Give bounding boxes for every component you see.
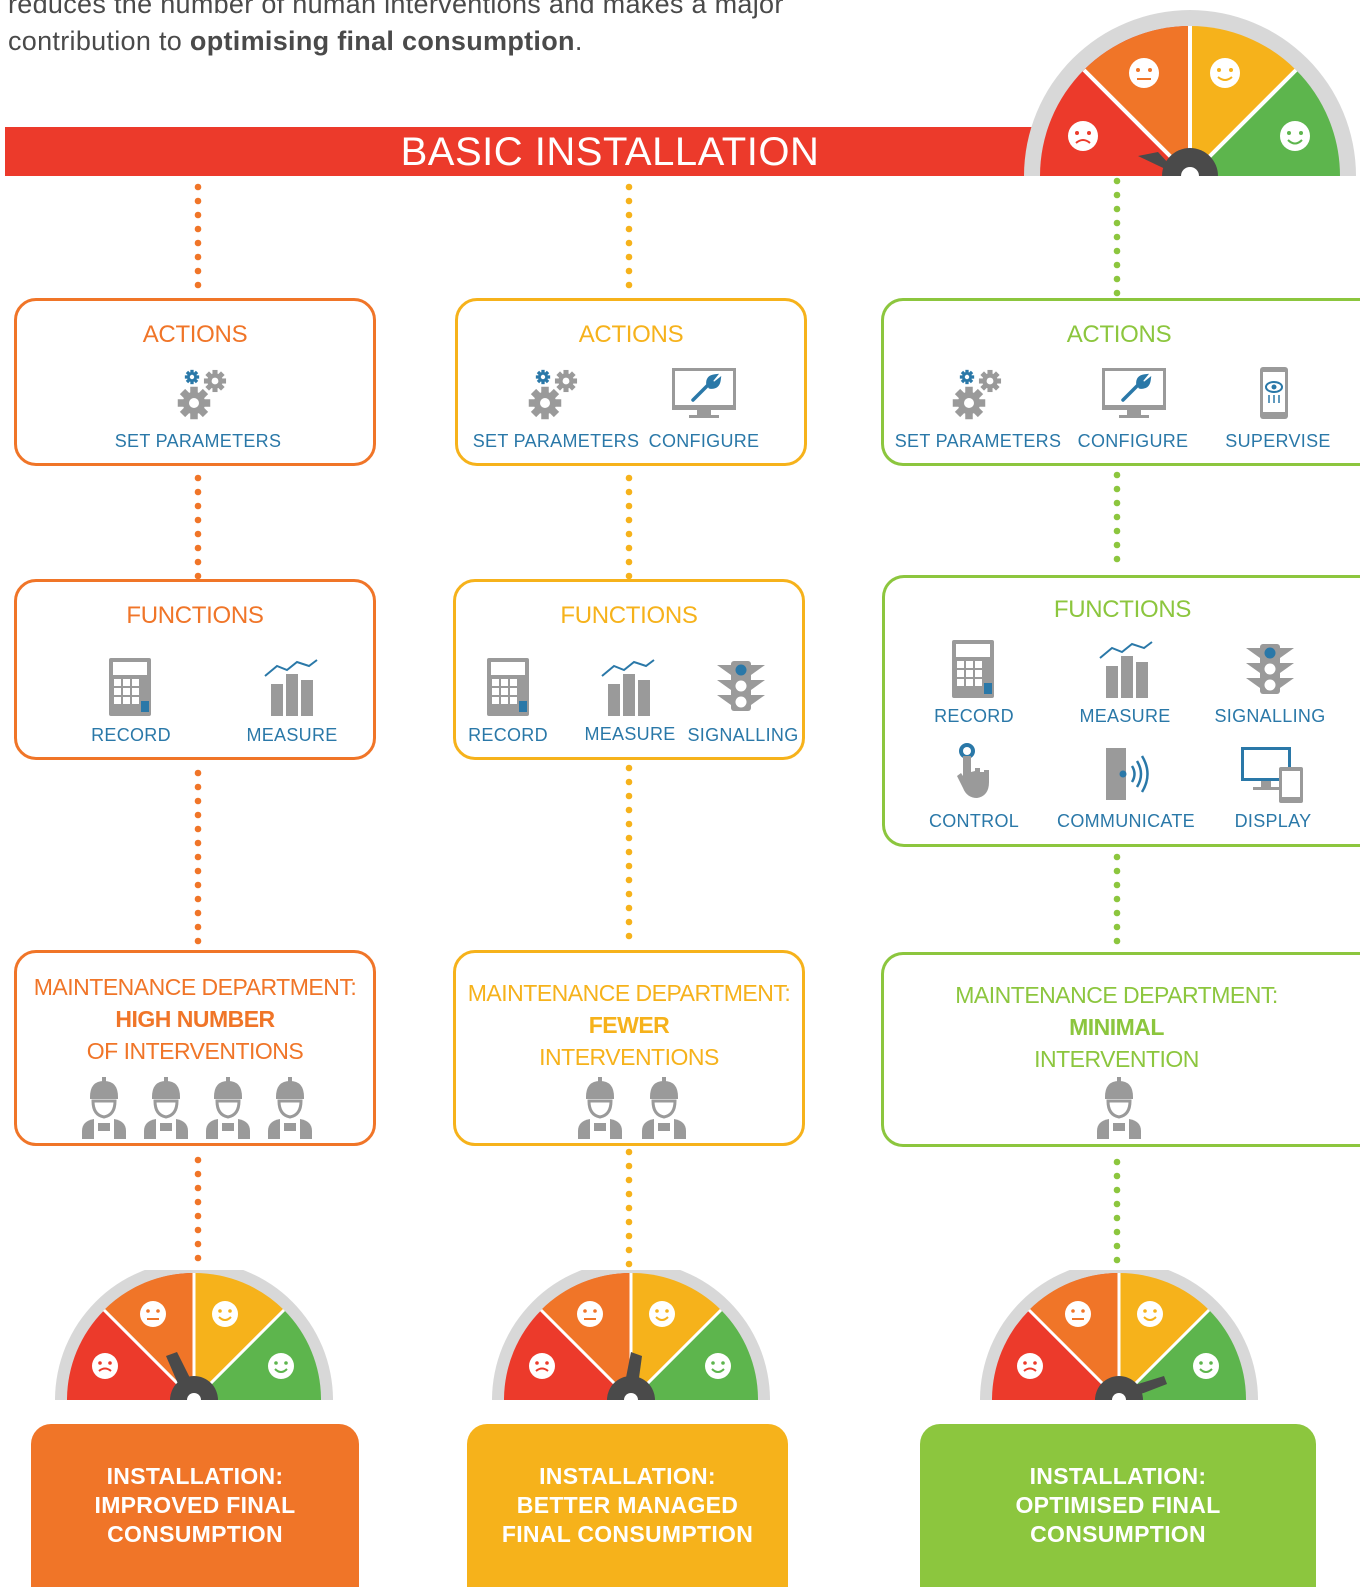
maintenance-emphasis: HIGH NUMBER	[115, 1006, 275, 1032]
result-box-col1: INSTALLATION: IMPROVED FINAL CONSUMPTION	[31, 1424, 359, 1587]
basic-installation-banner: BASIC INSTALLATION	[5, 127, 1045, 176]
functions-title: FUNCTIONS	[1053, 596, 1192, 623]
result-text: INSTALLATION: BETTER MANAGED FINAL CONSU…	[501, 1463, 754, 1547]
action-configure: CONFIGURE	[648, 431, 760, 451]
actions-box-col3: ACTIONS SET PARAMETERS CONFIGURE SUPERVI…	[881, 298, 1360, 466]
traffic-light-icon	[1246, 644, 1294, 694]
gears-icon	[177, 369, 227, 420]
bar-chart-icon	[264, 659, 318, 716]
banner-title: BASIC INSTALLATION	[400, 130, 820, 174]
worker-icon	[266, 1075, 314, 1139]
gauge-icon	[980, 1270, 1258, 1400]
action-supervise: SUPERVISE	[1225, 431, 1331, 451]
worker-icon	[142, 1075, 190, 1139]
function-record: RECORD	[468, 725, 548, 745]
maintenance-box-col2: MAINTENANCE DEPARTMENT: FEWER INTERVENTI…	[453, 950, 805, 1146]
worker-icon	[1095, 1075, 1143, 1139]
intro-emphasis: optimising final consumption	[189, 26, 575, 56]
hand-touch-icon	[957, 743, 989, 798]
intro-line-2-prefix: contribution to	[8, 26, 190, 56]
actions-title: ACTIONS	[578, 321, 684, 348]
calculator-icon	[109, 658, 151, 716]
maintenance-line3: OF INTERVENTIONS	[86, 1038, 304, 1064]
functions-title: FUNCTIONS	[126, 602, 264, 629]
gauge-icon	[55, 1270, 333, 1400]
gears-icon	[952, 369, 1002, 420]
maintenance-box-col3: MAINTENANCE DEPARTMENT: MINIMAL INTERVEN…	[881, 952, 1360, 1147]
functions-box-col3: FUNCTIONS RECORD MEASURE SIGNALLING CONT…	[882, 575, 1360, 847]
wireless-device-icon	[1106, 748, 1149, 800]
neutral-face-icon	[1129, 58, 1159, 88]
gears-icon	[528, 369, 578, 420]
functions-box-col1: FUNCTIONS RECORD MEASURE	[14, 579, 376, 760]
function-measure: MEASURE	[584, 724, 676, 744]
function-record: RECORD	[934, 706, 1014, 726]
worker-icon	[640, 1075, 688, 1139]
gauge-icon	[1024, 10, 1356, 176]
function-record: RECORD	[91, 725, 171, 745]
result-box-col2: INSTALLATION: BETTER MANAGED FINAL CONSU…	[467, 1424, 788, 1587]
function-display: DISPLAY	[1234, 811, 1312, 831]
intro-line-2: contribution to optimising final consump…	[8, 23, 1008, 60]
function-communicate: COMMUNICATE	[1057, 811, 1195, 831]
result-text: INSTALLATION: OPTIMISED FINAL CONSUMPTIO…	[1015, 1463, 1221, 1547]
maintenance-box-col1: MAINTENANCE DEPARTMENT: HIGH NUMBER OF I…	[14, 950, 376, 1146]
calculator-icon	[952, 640, 994, 698]
function-measure: MEASURE	[246, 725, 338, 745]
actions-box-col2: ACTIONS SET PARAMETERS CONFIGURE	[455, 298, 807, 466]
actions-title: ACTIONS	[1066, 321, 1172, 348]
maintenance-emphasis: MINIMAL	[1069, 1014, 1164, 1040]
intro-paragraph: reduces the number of human intervention…	[8, 0, 1008, 60]
calculator-icon	[487, 658, 529, 716]
monitor-wrench-icon	[672, 368, 736, 418]
functions-box-col2: FUNCTIONS RECORD MEASURE SIGNALLING	[453, 579, 805, 760]
maintenance-line1: MAINTENANCE DEPARTMENT:	[33, 974, 357, 1000]
intro-line-2-suffix: .	[574, 26, 583, 56]
functions-title: FUNCTIONS	[560, 602, 698, 629]
maintenance-emphasis: FEWER	[588, 1012, 670, 1038]
action-configure: CONFIGURE	[1077, 431, 1189, 451]
actions-box-col1: ACTIONS SET PARAMETERS	[14, 298, 376, 466]
intro-line-1: reduces the number of human intervention…	[8, 0, 784, 19]
actions-title: ACTIONS	[142, 321, 248, 348]
bar-chart-icon	[601, 659, 655, 716]
result-box-col3: INSTALLATION: OPTIMISED FINAL CONSUMPTIO…	[920, 1424, 1316, 1587]
maintenance-text: MAINTENANCE DEPARTMENT: MINIMAL INTERVEN…	[884, 979, 1349, 1075]
monitor-phone-icon	[1241, 747, 1303, 803]
traffic-light-icon	[717, 661, 765, 711]
smile-face-icon	[1210, 58, 1240, 88]
function-signalling: SIGNALLING	[1214, 706, 1326, 726]
tablet-eye-icon	[1260, 367, 1288, 419]
action-set-parameters: SET PARAMETERS	[894, 431, 1062, 451]
worker-icon	[80, 1075, 128, 1139]
monitor-wrench-icon	[1102, 368, 1166, 418]
worker-icon	[204, 1075, 252, 1139]
result-text: INSTALLATION: IMPROVED FINAL CONSUMPTION	[94, 1463, 296, 1547]
sad-face-icon	[1068, 121, 1098, 151]
maintenance-line3: INTERVENTION	[1034, 1046, 1199, 1072]
action-set-parameters: SET PARAMETERS	[472, 431, 640, 451]
worker-icon	[576, 1075, 624, 1139]
gauge-icon	[492, 1270, 770, 1400]
happy-face-icon	[1280, 121, 1310, 151]
maintenance-text: MAINTENANCE DEPARTMENT: HIGH NUMBER OF I…	[17, 971, 373, 1067]
action-set-parameters: SET PARAMETERS	[114, 431, 282, 451]
maintenance-line1: MAINTENANCE DEPARTMENT:	[467, 980, 791, 1006]
function-control: CONTROL	[928, 811, 1020, 831]
maintenance-text: MAINTENANCE DEPARTMENT: FEWER INTERVENTI…	[456, 977, 802, 1073]
bar-chart-icon	[1099, 641, 1153, 698]
maintenance-line3: INTERVENTIONS	[539, 1044, 719, 1070]
function-signalling: SIGNALLING	[687, 725, 799, 745]
function-measure: MEASURE	[1079, 706, 1171, 726]
maintenance-line1: MAINTENANCE DEPARTMENT:	[955, 982, 1278, 1008]
